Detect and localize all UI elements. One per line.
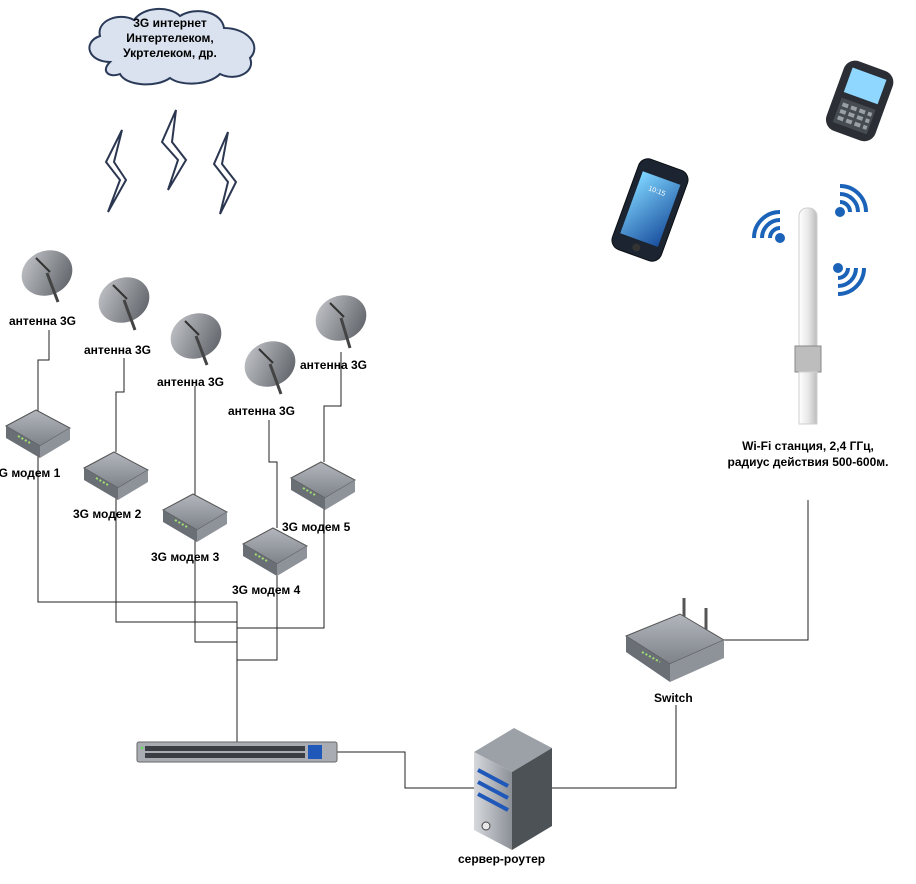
switch-label: Switch	[654, 691, 693, 705]
wifi-station-line: Wi-Fi станция, 2,4 ГГц,	[742, 439, 874, 453]
wifi-antenna-icon	[794, 207, 822, 425]
wifi-station-line: радиус действия 500-600м.	[727, 455, 889, 469]
connection-lines	[37, 330, 809, 789]
antenna-label: антенна 3G	[228, 404, 295, 418]
network-switch-icon	[136, 741, 338, 763]
smartphone-icon: 10:15	[611, 158, 689, 262]
modem-device-icon	[241, 527, 309, 576]
modem-label: 3G модем 4	[232, 583, 301, 597]
antenna-label: антенна 3G	[84, 343, 151, 357]
wifi-signal-icon	[833, 263, 866, 296]
modem-label: 3G модем 5	[282, 520, 351, 534]
antenna-dish-icon	[244, 341, 296, 395]
antenna-dish-icon	[98, 277, 150, 331]
cloud-label: 3G интернет Интертелеком, Укртелеком, др…	[100, 16, 240, 61]
antenna-dish-icon	[170, 313, 222, 366]
lightning-icon	[104, 109, 238, 215]
server-label: сервер-роутер	[458, 852, 546, 866]
router-icon	[624, 598, 726, 682]
modem-label: 3G модем 3	[151, 550, 220, 564]
modem-label: 3G модем 1	[0, 466, 61, 480]
wifi-signal-icon	[835, 184, 868, 217]
wifi-station-label: Wi-Fi станция, 2,4 ГГц, радиус действия …	[700, 438, 916, 470]
modem-device-icon	[289, 461, 357, 510]
cloud-line: Интертелеком,	[126, 31, 214, 45]
antenna-dish-icon	[315, 295, 367, 349]
modem-device-icon	[4, 409, 72, 458]
antenna-label: антенна 3G	[9, 314, 76, 328]
modem-label: 3G модем 2	[73, 507, 142, 521]
mobile-phone-icon	[825, 60, 894, 142]
cloud-line: 3G интернет	[133, 16, 207, 30]
antenna-label: антенна 3G	[157, 375, 224, 389]
antenna-dish-icon	[21, 250, 73, 303]
antenna-label: антенна 3G	[300, 358, 367, 372]
server-icon	[474, 728, 552, 850]
cloud-line: Укртелеком, др.	[123, 46, 217, 60]
wifi-signal-icon	[752, 210, 785, 243]
modem-device-icon	[82, 451, 150, 500]
internet-cloud	[88, 8, 256, 86]
modem-device-icon	[161, 493, 229, 542]
